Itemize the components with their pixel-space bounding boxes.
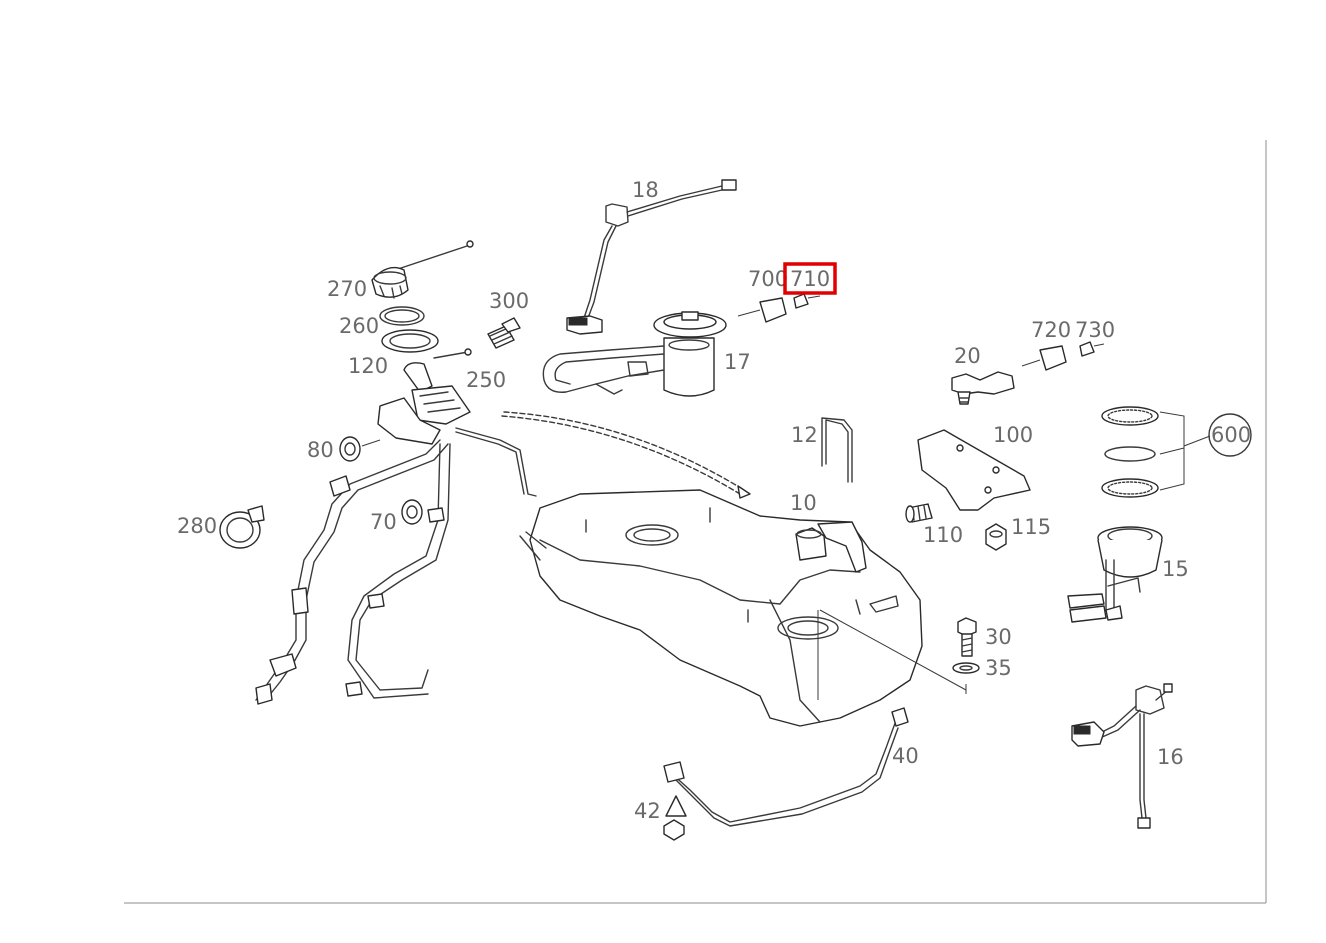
callout-710[interactable]: 710 [790,267,830,291]
part-260-seal-ring[interactable] [379,306,425,326]
part-120-flange[interactable] [381,329,439,353]
callout-250[interactable]: 250 [466,368,506,392]
callout-17[interactable]: 17 [724,350,751,374]
callout-720[interactable]: 720 [1031,318,1071,342]
callout-115[interactable]: 115 [1011,515,1051,539]
callout-260[interactable]: 260 [339,314,379,338]
part-600-seal-kit[interactable] [1101,406,1252,498]
callout-270[interactable]: 270 [327,277,367,301]
part-115-nut[interactable] [985,523,1007,551]
part-300-valve[interactable] [487,317,521,349]
callout-12[interactable]: 12 [791,423,818,447]
part-30-bolt[interactable] [957,617,977,657]
callout-42[interactable]: 42 [634,799,661,823]
callout-110[interactable]: 110 [923,523,963,547]
callout-10[interactable]: 10 [790,491,817,515]
callout-20[interactable]: 20 [954,344,981,368]
part-18-level-sender[interactable] [566,179,737,335]
callout-30[interactable]: 30 [985,625,1012,649]
highlight-box-710 [783,262,837,295]
part-730-clip[interactable] [1079,341,1105,357]
part-15-pump-flange[interactable] [1067,526,1163,623]
callout-18[interactable]: 18 [632,178,659,202]
callout-700[interactable]: 700 [748,267,788,291]
part-270-filler-cap[interactable] [371,240,474,299]
part-110-screw[interactable] [905,503,933,523]
callout-labels: 18 700 710 270 300 260 17 720 730 20 120… [177,178,1251,823]
part-12-bracket[interactable] [821,417,853,483]
part-700-seal[interactable] [737,297,787,323]
callout-70[interactable]: 70 [370,510,397,534]
callout-16[interactable]: 16 [1157,745,1184,769]
part-16-level-sender[interactable] [1071,683,1173,829]
part-100-heat-shield[interactable] [917,429,1031,511]
part-10-fuel-tank[interactable] [519,489,967,727]
callout-300[interactable]: 300 [489,289,529,313]
part-710-clip[interactable] [793,293,821,309]
part-17-fuel-pump[interactable] [542,311,727,397]
part-40-strap[interactable] [663,707,909,827]
part-720-seal[interactable] [1039,345,1067,371]
callout-600[interactable]: 600 [1211,423,1251,447]
part-35-washer[interactable] [952,662,980,674]
callout-280[interactable]: 280 [177,514,217,538]
callout-80[interactable]: 80 [307,438,334,462]
part-70-grommet[interactable] [401,499,423,525]
part-250-filler-neck[interactable] [255,348,537,705]
callout-35[interactable]: 35 [985,656,1012,680]
part-42-nut[interactable] [663,795,687,841]
part-280-hose-clamp[interactable] [219,505,265,549]
callout-15[interactable]: 15 [1162,557,1189,581]
callout-40[interactable]: 40 [892,744,919,768]
callout-120[interactable]: 120 [348,354,388,378]
callout-100[interactable]: 100 [993,423,1033,447]
part-20-sensor[interactable] [951,359,1041,405]
part-80-grommet[interactable] [339,436,381,462]
routing-arrow [501,411,751,499]
callout-730[interactable]: 730 [1075,318,1115,342]
